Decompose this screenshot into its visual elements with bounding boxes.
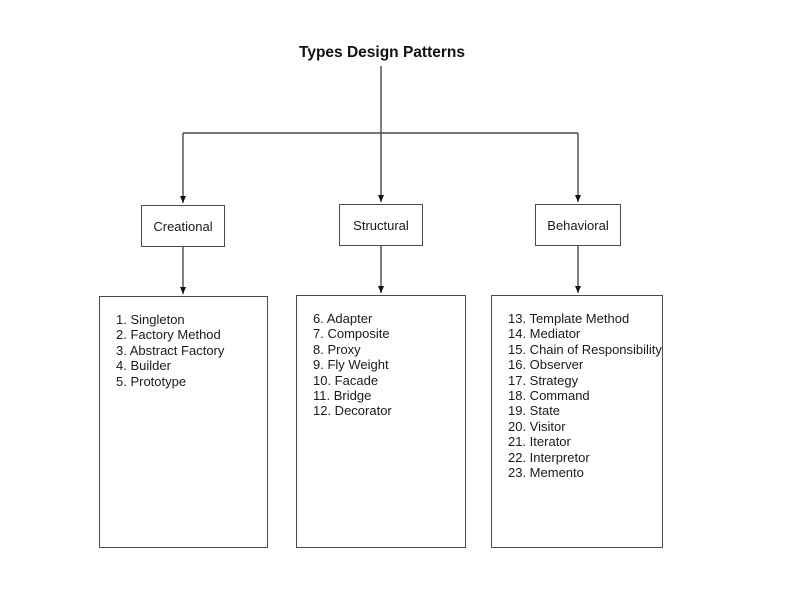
list-item: 4. Builder: [116, 358, 171, 374]
list-item: 8. Proxy: [313, 341, 361, 357]
list-item: 15. Chain of Responsibility: [508, 341, 662, 357]
list-item: 16. Observer: [508, 357, 584, 373]
list-item: 2. Factory Method: [116, 327, 221, 343]
pattern-list-creational: 1. Singleton 2. Factory Method 3. Abstra…: [99, 296, 268, 548]
list-item: 18. Command: [508, 388, 590, 404]
list-item: 13. Template Method: [508, 311, 630, 326]
list-item: 5. Prototype: [116, 373, 187, 389]
category-box-creational: Creational: [141, 205, 225, 247]
category-label-creational: Creational: [153, 218, 213, 234]
diagram-title: Types Design Patterns: [299, 44, 465, 61]
list-item: 6. Adapter: [313, 311, 373, 326]
list-item: 11. Bridge: [313, 388, 372, 404]
list-item: 21. Iterator: [508, 434, 571, 450]
pattern-list-structural: 6. Adapter 7. Composite 8. Proxy 9. Fly …: [296, 295, 466, 548]
list-item: 10. Facade: [313, 372, 379, 388]
list-item: 7. Composite: [313, 326, 390, 342]
list-item: 9. Fly Weight: [313, 357, 389, 373]
list-item: 1. Singleton: [116, 312, 185, 327]
category-box-structural: Structural: [339, 204, 423, 246]
category-label-behavioral: Behavioral: [547, 217, 609, 233]
list-item: 23. Memento: [508, 465, 584, 481]
list-item: 14. Mediator: [508, 326, 581, 342]
list-item: 20. Visitor: [508, 418, 566, 434]
pattern-list-behavioral: 13. Template Method 14. Mediator 15. Cha…: [491, 295, 663, 548]
list-item: 3. Abstract Factory: [116, 342, 225, 358]
list-item: 19. State: [508, 403, 561, 419]
list-item: 12. Decorator: [313, 403, 392, 419]
list-item: 22. Interpretor: [508, 449, 590, 465]
category-box-behavioral: Behavioral: [535, 204, 621, 246]
list-item: 17. Strategy: [508, 372, 579, 388]
category-label-structural: Structural: [353, 217, 409, 233]
